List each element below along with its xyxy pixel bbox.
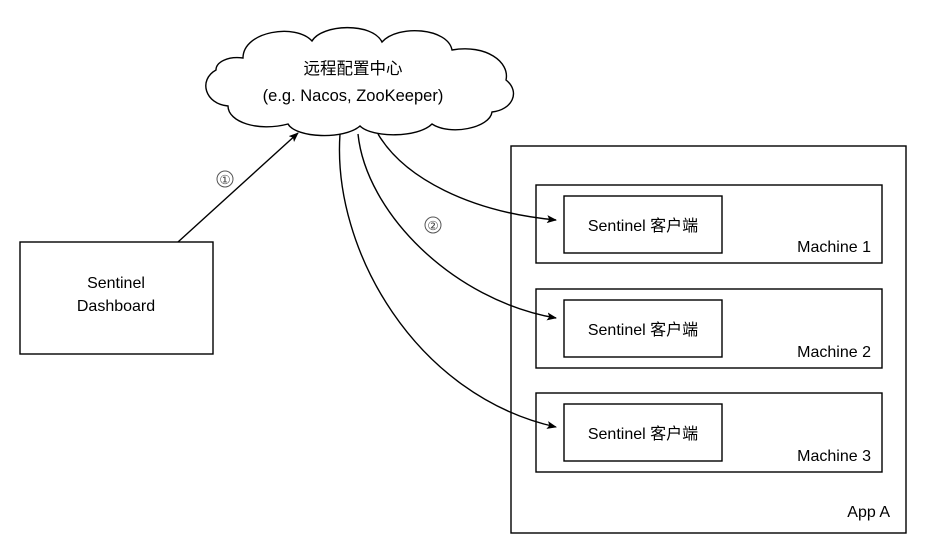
- machine-3-node[interactable]: Sentinel 客户端 Machine 3: [535, 392, 883, 473]
- step-1-label: ①: [219, 173, 230, 187]
- dashboard-label-line1: Sentinel: [87, 275, 145, 292]
- step-1-circle: [216, 170, 234, 188]
- machine-3-label: Machine 3: [797, 448, 871, 465]
- step-2-label: ②: [427, 219, 438, 233]
- sentinel-client-1-label: Sentinel 客户端: [588, 217, 698, 235]
- sentinel-client-2-box[interactable]: [563, 299, 723, 358]
- sentinel-client-3-label: Sentinel 客户端: [588, 425, 698, 443]
- cloud-label-line1: 远程配置中心: [304, 59, 403, 78]
- sentinel-dashboard-node[interactable]: Sentinel Dashboard: [19, 241, 214, 355]
- step-marker-2: ②: [424, 216, 442, 234]
- config-center-cloud: 远程配置中心 (e.g. Nacos, ZooKeeper): [205, 26, 515, 137]
- cloud-shape: [205, 26, 515, 137]
- sentinel-client-2-label: Sentinel 客户端: [588, 321, 698, 339]
- edge-cloud-to-client-1: [377, 133, 557, 224]
- sentinel-client-1-box[interactable]: [563, 195, 723, 254]
- machine-2-label: Machine 2: [797, 344, 871, 361]
- machine-2-node[interactable]: Sentinel 客户端 Machine 2: [535, 288, 883, 369]
- edge-dashboard-to-cloud: [177, 132, 299, 243]
- step-2-circle: [424, 216, 442, 234]
- machine-1-label: Machine 1: [797, 239, 871, 256]
- cloud-label-line2: (e.g. Nacos, ZooKeeper): [263, 87, 444, 105]
- dashboard-box[interactable]: [19, 241, 214, 355]
- machine-1-node[interactable]: Sentinel 客户端 Machine 1: [535, 184, 883, 264]
- app-a-label: App A: [847, 504, 890, 521]
- edge-cloud-to-client-3: [338, 133, 557, 429]
- dashboard-label-line2: Dashboard: [77, 298, 155, 315]
- step-marker-1: ①: [216, 170, 234, 188]
- app-a-container: App A Sentinel 客户端 Machine 1 Sentinel 客户…: [510, 145, 907, 534]
- sentinel-client-3-box[interactable]: [563, 403, 723, 462]
- edge-cloud-to-client-2: [357, 133, 557, 321]
